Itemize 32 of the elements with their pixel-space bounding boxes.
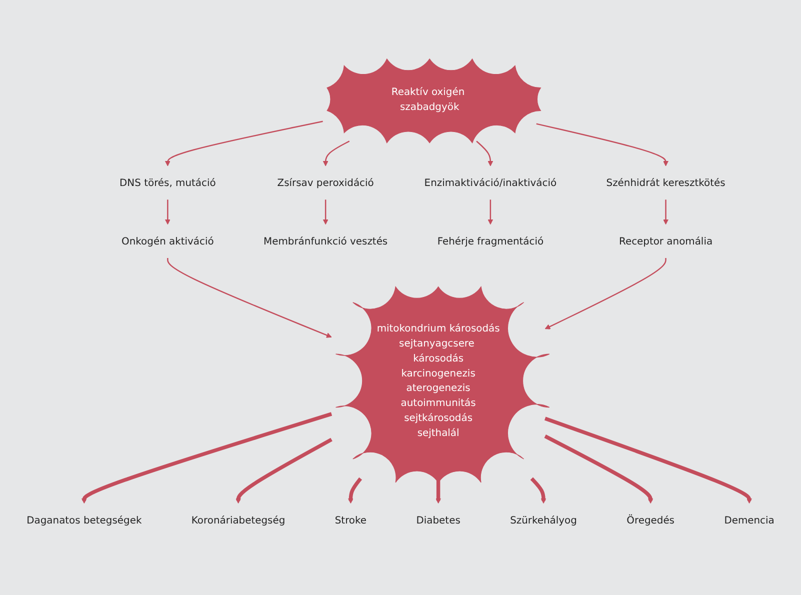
arrow	[436, 478, 442, 504]
node-text: Receptor anomália	[618, 234, 713, 246]
node-text: Onkogén aktiváció	[122, 234, 214, 246]
node-text: Membránfunkció vesztés	[264, 234, 388, 246]
node-text: DNS törés, mutáció	[120, 176, 216, 188]
node-text: Stroke	[334, 513, 367, 526]
arrow	[164, 120, 323, 166]
arrow	[81, 412, 332, 504]
node-text: Koronáriabetegség	[191, 513, 286, 526]
arrow	[236, 437, 332, 504]
arrow	[476, 140, 494, 166]
node-text: Demencia	[724, 513, 774, 526]
arrow	[663, 199, 668, 224]
arrow	[544, 258, 666, 329]
arrow	[544, 416, 752, 504]
arrow	[530, 476, 546, 504]
arrow	[544, 434, 654, 504]
arrow	[348, 476, 362, 504]
node-text: Szürkehályog	[510, 513, 577, 526]
node-text: Daganatos betegségek	[26, 513, 142, 526]
node-text: Zsírsav peroxidáció	[277, 176, 374, 188]
arrow	[322, 140, 350, 166]
node-text: Öregedés	[626, 513, 674, 526]
node-text: Diabetes	[416, 513, 460, 526]
arrow	[322, 199, 328, 224]
node-text: Enzimaktiváció/inaktiváció	[424, 176, 557, 188]
node-text: Fehérje fragmentáció	[437, 234, 544, 246]
arrow	[536, 122, 668, 166]
node-text: Szénhidrát keresztkötés	[606, 176, 726, 188]
arrow	[167, 258, 332, 338]
arrow	[164, 199, 170, 224]
arrow	[488, 199, 494, 224]
